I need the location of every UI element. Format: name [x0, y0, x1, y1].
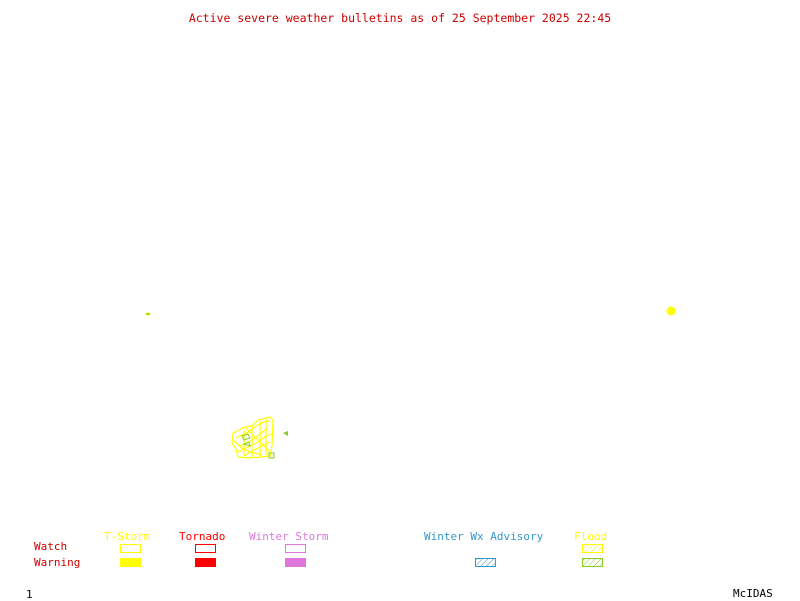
- flood-watch-swatch: [582, 544, 603, 553]
- winter-storm-watch-swatch: [285, 544, 306, 553]
- legend-tstorm-label: T-Storm: [104, 530, 151, 543]
- tornado-warning-swatch: [195, 558, 216, 567]
- tstorm-warning-cluster-south: [231, 416, 274, 459]
- flood-warning-area-small: [283, 431, 288, 436]
- flood-warning-swatch: [582, 558, 603, 567]
- frame-number: 1: [26, 588, 33, 601]
- winter-wx-advisory-swatch: [475, 558, 496, 567]
- bulletin-title: Active severe weather bulletins as of 25…: [188, 11, 612, 25]
- legend-winter-storm-label: Winter Storm: [249, 530, 329, 543]
- legend-flood-label: Flood: [574, 530, 608, 543]
- tstorm-watch-swatch: [120, 544, 141, 553]
- tornado-watch-swatch: [195, 544, 216, 553]
- flood-warning-area-west: [145, 312, 151, 316]
- legend-watch-label: Watch: [34, 540, 68, 553]
- legend-winter-wx-advisory-label: Winter Wx Advisory: [424, 530, 544, 543]
- tstorm-warning-area-east: [666, 306, 676, 316]
- legend-warning-label: Warning: [34, 556, 81, 569]
- tstorm-warning-swatch: [120, 558, 141, 567]
- legend-tornado-label: Tornado: [179, 530, 226, 543]
- software-label: McIDAS: [733, 587, 773, 600]
- winter-storm-warning-swatch: [285, 558, 306, 567]
- flood-warning-marks-south: [241, 433, 275, 459]
